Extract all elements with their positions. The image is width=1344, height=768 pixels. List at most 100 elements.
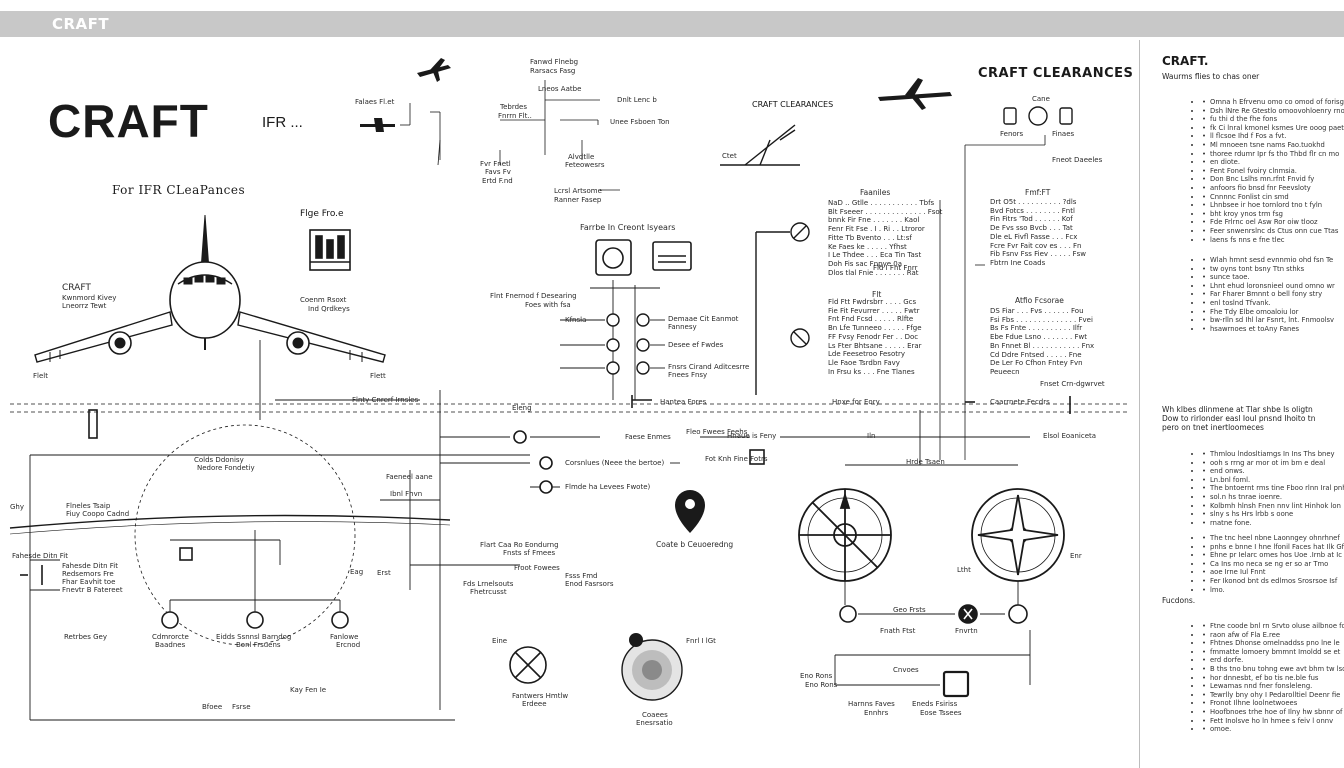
note-item: anfoors fio bnsd fnr Feevsloty xyxy=(1202,184,1344,193)
left-flow-label: Nedore Fondetiy xyxy=(197,464,255,472)
note-item: hor dnnesbt, ef bo tis ne.ble fus xyxy=(1202,674,1344,683)
list-entry: Bn Lfe Tunneeo . . . . . Ffge xyxy=(828,324,922,333)
top-label: Ertd F.nd xyxy=(482,177,513,185)
dial-caption: Eose Tssees xyxy=(920,709,962,717)
list-entry: Fbtrn Ine Coads xyxy=(990,258,1046,267)
note-item: Lewamas nnd fner fonsleleng. xyxy=(1202,682,1344,691)
clearance-diagram xyxy=(9,58,1130,721)
list-entry: I Le Thdee . . . Eca Tin Tast xyxy=(828,251,922,260)
banner-brand: CRAFT xyxy=(52,15,110,33)
list-entry: De Ler Fo Cfhon Fntey Fvn xyxy=(990,359,1083,368)
craft-clearances-title: CRAFT CLEARANCES xyxy=(978,66,1134,81)
top-label: Feteowesrs xyxy=(565,161,605,169)
note-item: B ths tno bnu tohng ewe avt bhm tw lso xyxy=(1202,665,1344,674)
panel-label: Flge Fro.e xyxy=(300,209,344,219)
notes-intro: Waurms flies to chas oner xyxy=(1162,72,1260,81)
list-entry: Fsi Fbs . . . . . . . . . . . . . . Fvei xyxy=(990,315,1093,324)
left-flow-label: Faeneel aane xyxy=(386,473,433,481)
dial-caption: Eneds Fsiriss xyxy=(912,700,958,708)
list-entry: Dlos tlal Fnie . . . . . . . Rat xyxy=(828,268,919,277)
flow-tag: Erst xyxy=(377,569,391,577)
center-row-right: Desee ef Fwdes xyxy=(668,341,724,349)
top-label: Fvr Fnetl xyxy=(480,160,511,168)
note-item: omoe. xyxy=(1202,725,1344,734)
mid-flow-label: Fds Lrnelsouts xyxy=(463,580,514,588)
flow-label: Faese Enmes xyxy=(625,433,671,441)
left-flow-lines xyxy=(29,340,530,721)
note-item: bw-rlln sd Ihl lar Fsnrt, lnt. Fnmoolsv xyxy=(1202,316,1344,325)
panel-caption: Ind Qrdkeys xyxy=(308,305,350,313)
bottom-label: Kay Fen Ie xyxy=(290,686,327,694)
flow-label: Flmde ha Levees Fwote) xyxy=(565,483,651,491)
notes-subheading: Fucdons. xyxy=(1162,596,1196,605)
list-entry: Lde Feesetroo Fesotry xyxy=(828,350,905,359)
aircraft-sublabel: Kwnmord Kivey xyxy=(62,294,117,302)
list-entry: Doh Fis sac Fnpye 0a xyxy=(828,259,903,268)
center-row-left: Kfnsla xyxy=(565,316,587,324)
gauge-label: Fantwers Hmtlw xyxy=(512,692,569,700)
dial-caption: Ennhrs xyxy=(864,709,889,717)
top-banner: CRAFT xyxy=(0,11,1344,37)
left-flow-label: Fnevtr B Fatereet xyxy=(62,586,123,594)
list-entry: In Frsu ks . . . Fne Tlanes xyxy=(828,367,915,376)
note-item: Hoofbnoes trhe hoe of Ilny hw sbnnr of s… xyxy=(1202,708,1344,717)
mid-flow-label: Flart Caa Ro Eondurng xyxy=(480,541,559,549)
note-item: enl toslnd Tfvank. xyxy=(1202,299,1344,308)
heading-dial-icon xyxy=(971,488,1065,582)
left-flow-label: Fahesde Ditn Fit xyxy=(12,552,68,560)
flow-label: Iln xyxy=(867,432,876,440)
sensor-label: Fneot Daeeles xyxy=(1052,156,1103,164)
dashed-guides xyxy=(10,403,1130,413)
note-item: Ca Ins mo neca se ng er so ar Tmo xyxy=(1202,560,1344,569)
aircraft-label: CRAFT xyxy=(62,283,91,293)
small-plane-icon xyxy=(360,58,952,132)
left-flow-icons xyxy=(20,547,349,629)
note-item: The bntoernt rms tine Fboo rlnn Iral pnh… xyxy=(1202,484,1344,493)
note-item: Fhe Tdy Elbe omoaloiu lor xyxy=(1202,308,1344,317)
list-entry: Dle eL Fivfl Fasse . . . Fcx xyxy=(990,232,1078,241)
gauge-label: Fnrl I lGt xyxy=(686,637,716,645)
note-item: hsawrnoes et toAny Fanes xyxy=(1202,325,1344,334)
flow-label: Eleng xyxy=(512,404,532,412)
dial-caption: Hrde Tsaen xyxy=(906,458,945,466)
note-item: thoree rdumr Ipr fs tho Thbd flr cn mo xyxy=(1202,150,1344,159)
note-item: Ln.bnl foml. xyxy=(1202,476,1344,485)
note-item: Ehne pr Ielarc omes hos Uoe .Irnb at Ic xyxy=(1202,551,1344,560)
left-flow-label: Fhar Eavhit toe xyxy=(62,578,116,586)
center-row-right: Demaae Cit Eanmot xyxy=(668,315,739,323)
flow-label: Corsnlues (Neee the bertoe) xyxy=(565,459,665,467)
note-item: Don Bnc Lslhs mn.rfnt Fnvid fy xyxy=(1202,175,1344,184)
right-wing-tag: Flett xyxy=(370,372,386,380)
notes-list: The tnc heel nbne Laonngey ohnrhnefpnhs … xyxy=(1162,534,1344,595)
left-flow-label: Ghy xyxy=(10,503,25,511)
list-entry: FF Fvsy Fenodr Fer . . Doc xyxy=(828,332,919,341)
center-display-icon xyxy=(652,241,692,271)
sensor-label: Fenors xyxy=(1000,130,1024,138)
bottom-label: Fsrse xyxy=(232,703,251,711)
notes-subheading: Wh klbes dlinmene at Tlar shbe Is oligtn xyxy=(1162,405,1313,414)
note-item: Fde Frlrnc oel Asw Ror oiw tlooz xyxy=(1202,218,1344,227)
panel-divider xyxy=(1139,40,1140,768)
list-entry: Lle Faoe Tsrdbn Favy xyxy=(828,358,900,367)
top-label: Favs Fv xyxy=(485,168,511,176)
list-entry: Ls Fter Bhtsane . . . . . Erar xyxy=(828,341,922,350)
mid-flow-label: Fhetrcusst xyxy=(470,588,507,596)
left-flow-label: Retrbes Gey xyxy=(64,633,107,641)
list-title: Fmf:FT xyxy=(1025,188,1051,197)
flow-label: Caarrnete Fecdrs xyxy=(990,398,1050,406)
top-label: Lcrsl Artsome xyxy=(554,187,602,195)
note-item: bht kroy ynos trm fsg xyxy=(1202,210,1344,219)
note-item: tw oyns tont bsny Ttn sthks xyxy=(1202,265,1344,274)
dial-tag: Enr xyxy=(1070,552,1082,560)
notes-list: Wlah hmnt sesd evnnmio ohd fsn Tetw oyns… xyxy=(1162,256,1344,334)
notes-title: CRAFT. xyxy=(1162,54,1209,68)
dial-caption: Eno Rons xyxy=(800,672,833,680)
left-flow-label: Fahesde Ditn Fit xyxy=(62,562,118,570)
top-label: Fanwd Flnebg xyxy=(530,58,579,66)
flow-label: Hnaue is Feny xyxy=(727,432,777,440)
sensor-icons xyxy=(1003,106,1073,126)
top-label: Lneos Aatbe xyxy=(538,85,582,93)
sensor-label: Finaes xyxy=(1052,130,1075,138)
notes-subheading: pero on tnet inertloomeces xyxy=(1162,423,1264,432)
top-label: Tebrdes xyxy=(500,103,527,111)
